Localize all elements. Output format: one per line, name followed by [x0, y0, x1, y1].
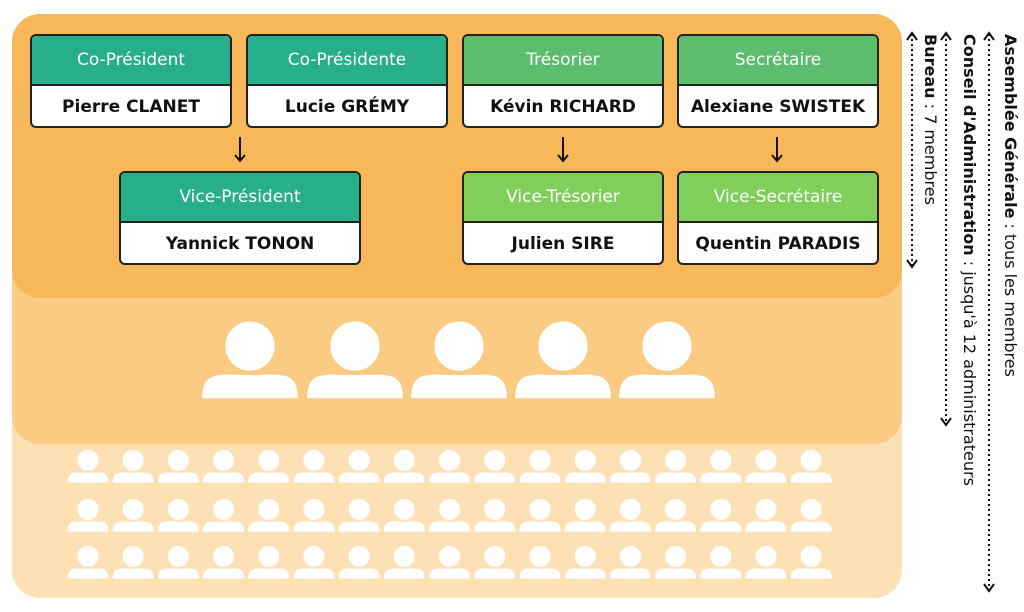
- bureau-bracket: [906, 31, 918, 269]
- person-icon: [383, 449, 425, 483]
- person-icon: [745, 449, 787, 483]
- role-title: Trésorier: [464, 36, 662, 84]
- legend-ag-desc: : tous les membres: [1001, 218, 1020, 377]
- ca-bracket: [940, 31, 952, 427]
- person-icon: [293, 449, 335, 483]
- role-title: Vice-Secrétaire: [679, 173, 877, 221]
- person-icon: [248, 498, 290, 532]
- legend-bureau-label: Bureau: [921, 34, 940, 99]
- card-co-presidente: Co-Présidente Lucie GRÉMY: [246, 34, 448, 128]
- card-vice-tresorier: Vice-Trésorier Julien SIRE: [462, 171, 664, 265]
- person-icon: [338, 545, 380, 579]
- person-icon: [474, 498, 516, 532]
- person-icon: [429, 449, 471, 483]
- legend-bureau: Bureau : 7 membres: [921, 34, 940, 205]
- person-icon: [519, 498, 561, 532]
- legend-ag-label: Assemblée Générale: [1001, 34, 1020, 219]
- person-icon: [519, 545, 561, 579]
- member-name: Alexiane SWISTEK: [679, 84, 877, 126]
- person-icon: [609, 498, 651, 532]
- person-icon: [157, 449, 199, 483]
- person-icon: [474, 449, 516, 483]
- person-icon: [564, 449, 606, 483]
- person-icon: [383, 498, 425, 532]
- person-icon: [429, 498, 471, 532]
- legend-bureau-desc: : 7 membres: [921, 98, 940, 205]
- person-icon: [515, 321, 611, 399]
- legend-ag: Assemblée Générale : tous les membres: [1001, 34, 1020, 377]
- person-icon: [157, 545, 199, 579]
- person-icon: [248, 449, 290, 483]
- role-title: Co-Présidente: [248, 36, 446, 84]
- person-icon: [700, 498, 742, 532]
- person-icon: [202, 321, 298, 399]
- card-vice-president: Vice-Président Yannick TONON: [119, 171, 361, 265]
- person-icon: [293, 545, 335, 579]
- card-vice-secretaire: Vice-Secrétaire Quentin PARADIS: [677, 171, 879, 265]
- person-icon: [112, 545, 154, 579]
- person-icon: [474, 545, 516, 579]
- person-icon: [609, 449, 651, 483]
- legend-ca-label: Conseil d'Administration: [960, 34, 979, 256]
- card-secretaire: Secrétaire Alexiane SWISTEK: [677, 34, 879, 128]
- person-icon: [248, 545, 290, 579]
- member-name: Kévin RICHARD: [464, 84, 662, 126]
- person-icon: [67, 449, 109, 483]
- person-icon: [338, 498, 380, 532]
- legend-ca-desc: : jusqu'à 12 administrateurs: [960, 255, 979, 486]
- role-title: Vice-Trésorier: [464, 173, 662, 221]
- person-icon: [112, 449, 154, 483]
- person-icon: [745, 498, 787, 532]
- person-icon: [67, 498, 109, 532]
- member-name: Quentin PARADIS: [679, 221, 877, 263]
- ag-bracket: [983, 31, 995, 593]
- person-icon: [745, 545, 787, 579]
- person-icon: [203, 498, 245, 532]
- person-icon: [790, 545, 832, 579]
- person-icon: [700, 545, 742, 579]
- person-icon: [157, 498, 199, 532]
- person-icon: [700, 449, 742, 483]
- person-icon: [519, 449, 561, 483]
- person-icon: [429, 545, 471, 579]
- role-title: Secrétaire: [679, 36, 877, 84]
- person-icon: [609, 545, 651, 579]
- member-name: Lucie GRÉMY: [248, 84, 446, 126]
- person-icon: [790, 498, 832, 532]
- card-tresorier: Trésorier Kévin RICHARD: [462, 34, 664, 128]
- person-icon: [790, 449, 832, 483]
- arrow-down-icon: [234, 137, 246, 163]
- member-name: Yannick TONON: [121, 221, 359, 263]
- arrow-down-icon: [771, 137, 783, 163]
- person-icon: [293, 498, 335, 532]
- person-icon: [411, 321, 507, 399]
- arrow-down-icon: [557, 137, 569, 163]
- role-title: Co-Président: [32, 36, 230, 84]
- person-icon: [203, 545, 245, 579]
- person-icon: [564, 498, 606, 532]
- member-name: Julien SIRE: [464, 221, 662, 263]
- person-icon: [112, 498, 154, 532]
- person-icon: [307, 321, 403, 399]
- person-icon: [655, 498, 697, 532]
- person-icon: [67, 545, 109, 579]
- person-icon: [338, 449, 380, 483]
- legend-ca: Conseil d'Administration : jusqu'à 12 ad…: [960, 34, 979, 486]
- person-icon: [619, 321, 715, 399]
- person-icon: [564, 545, 606, 579]
- card-co-president: Co-Président Pierre CLANET: [30, 34, 232, 128]
- member-name: Pierre CLANET: [32, 84, 230, 126]
- person-icon: [383, 545, 425, 579]
- person-icon: [655, 449, 697, 483]
- person-icon: [655, 545, 697, 579]
- person-icon: [203, 449, 245, 483]
- role-title: Vice-Président: [121, 173, 359, 221]
